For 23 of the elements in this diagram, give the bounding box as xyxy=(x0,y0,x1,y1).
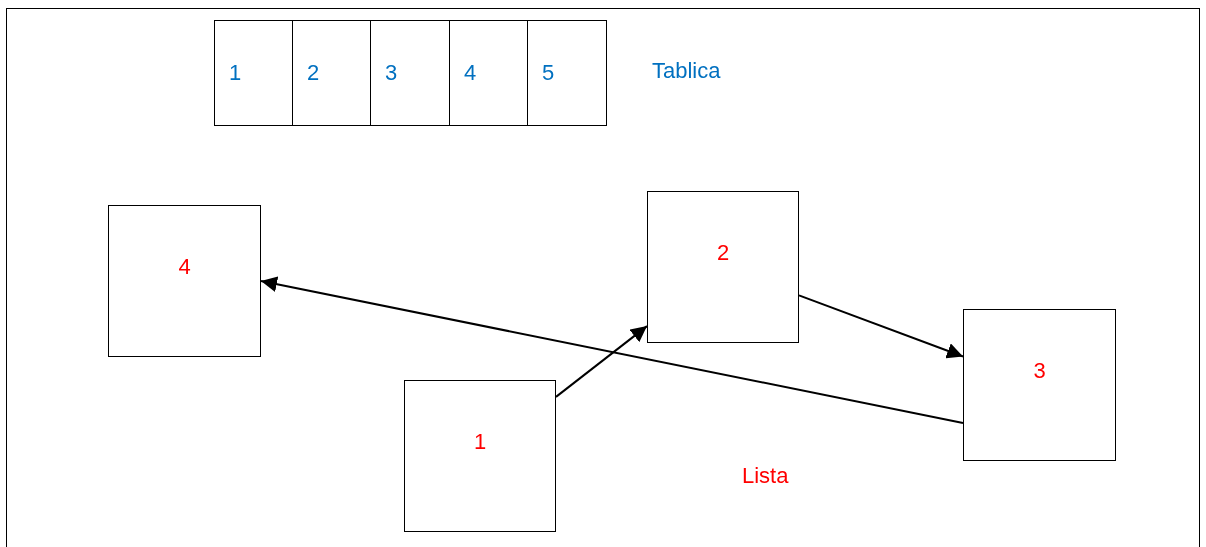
table-cell xyxy=(214,20,293,126)
node-number: 3 xyxy=(385,60,398,86)
arrow xyxy=(555,325,648,398)
node-number: 1 xyxy=(229,60,242,86)
arrow xyxy=(798,294,964,359)
node-number: 1 xyxy=(473,429,487,456)
table-cell xyxy=(449,20,528,126)
list-element-box xyxy=(404,380,556,532)
list-element-box xyxy=(963,309,1116,461)
table-cell xyxy=(292,20,371,126)
table-cell xyxy=(527,20,607,126)
table-cell xyxy=(370,20,450,126)
arrow xyxy=(260,276,964,424)
list-element-box xyxy=(647,191,799,343)
node-number: 5 xyxy=(542,60,555,86)
node-number: 4 xyxy=(178,254,191,281)
table-caption: Tablica xyxy=(652,58,721,84)
node-number: 4 xyxy=(464,60,477,86)
list-caption: Lista xyxy=(742,463,789,489)
node-number: 2 xyxy=(716,240,730,267)
node-number: 3 xyxy=(1033,358,1046,385)
node-number: 2 xyxy=(307,60,320,86)
list-element-box xyxy=(108,205,261,357)
